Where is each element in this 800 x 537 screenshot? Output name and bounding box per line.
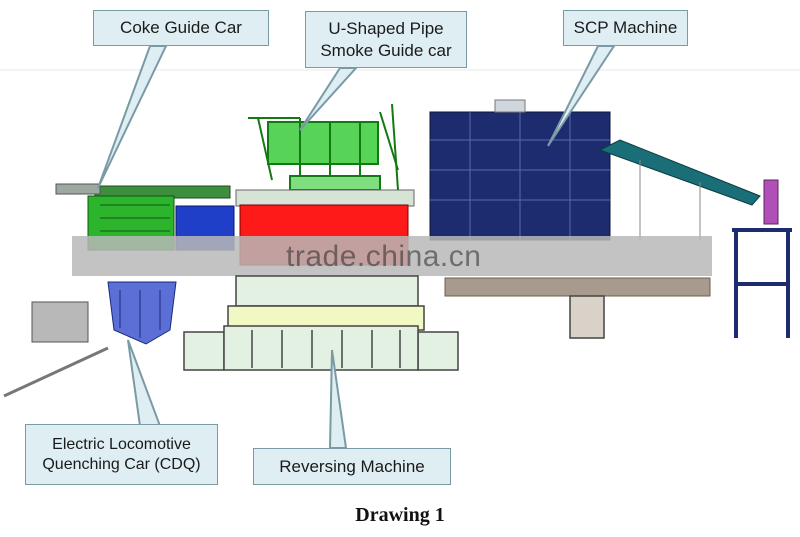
quenching-car-illustration: [3, 281, 177, 398]
callout-electric-locomotive: Electric Locomotive Quenching Car (CDQ): [25, 424, 218, 485]
callout-scp-machine: SCP Machine: [563, 10, 688, 46]
drawing-caption: Drawing 1: [355, 504, 445, 526]
smoke-guide-car-illustration: [248, 103, 399, 191]
scp-track: [444, 277, 711, 297]
callout-u-shaped-pipe: U-Shaped Pipe Smoke Guide car: [305, 11, 467, 68]
reversing-machine-illustration: [183, 275, 605, 371]
callout-coke-guide-car: Coke Guide Car: [93, 10, 269, 46]
scp-machine-illustration: [429, 99, 792, 338]
rail-band: [72, 236, 712, 276]
callout-reversing-machine: Reversing Machine: [253, 448, 451, 485]
leader-lines: [97, 45, 616, 449]
coke-guide-car-illustration: [55, 183, 235, 251]
watermark-text: trade.china.cn: [286, 240, 482, 273]
